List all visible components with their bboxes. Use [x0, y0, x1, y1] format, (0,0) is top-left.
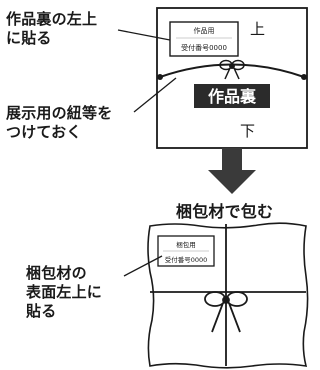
package-card-number: 受付番号0000	[165, 255, 208, 264]
artwork-card-title: 作品用	[194, 26, 215, 35]
artwork-card-number: 受付番号0000	[181, 43, 227, 52]
top-marker: 上	[250, 20, 265, 38]
package-bow-icon	[204, 291, 248, 333]
wrap-heading: 梱包材で包む	[176, 202, 274, 221]
label-string-line-1: 展示用の紐等を	[6, 104, 113, 122]
label-package-line-3: 貼る	[26, 302, 57, 320]
bottom-marker: 下	[240, 122, 255, 140]
label-string-attach: 展示用の紐等を つけておく	[6, 104, 112, 142]
label-package-line-2: 表面左上に	[26, 283, 103, 301]
package-card-title: 梱包用	[176, 240, 196, 249]
leader-package	[123, 255, 163, 277]
label-string-line-2: つけておく	[6, 123, 82, 141]
leader-string	[133, 77, 177, 113]
label-package-line-1: 梱包材の	[26, 264, 87, 282]
label-package-placement: 梱包材の 表面左上に 貼る	[26, 264, 102, 321]
artwork-badge	[194, 84, 270, 108]
artwork-badge-text: 作品裏	[208, 87, 257, 106]
artwork-label-card	[169, 21, 239, 57]
down-arrow-icon	[208, 148, 256, 194]
label-corner-line-2: に貼る	[6, 29, 52, 47]
string-bow-icon	[219, 59, 245, 80]
label-corner-line-1: 作品裏の左上	[6, 10, 98, 28]
leader-corner	[117, 29, 171, 41]
string-knot-right	[301, 74, 307, 80]
string-knot-left	[157, 74, 163, 80]
label-corner-placement: 作品裏の左上 に貼る	[6, 10, 97, 48]
